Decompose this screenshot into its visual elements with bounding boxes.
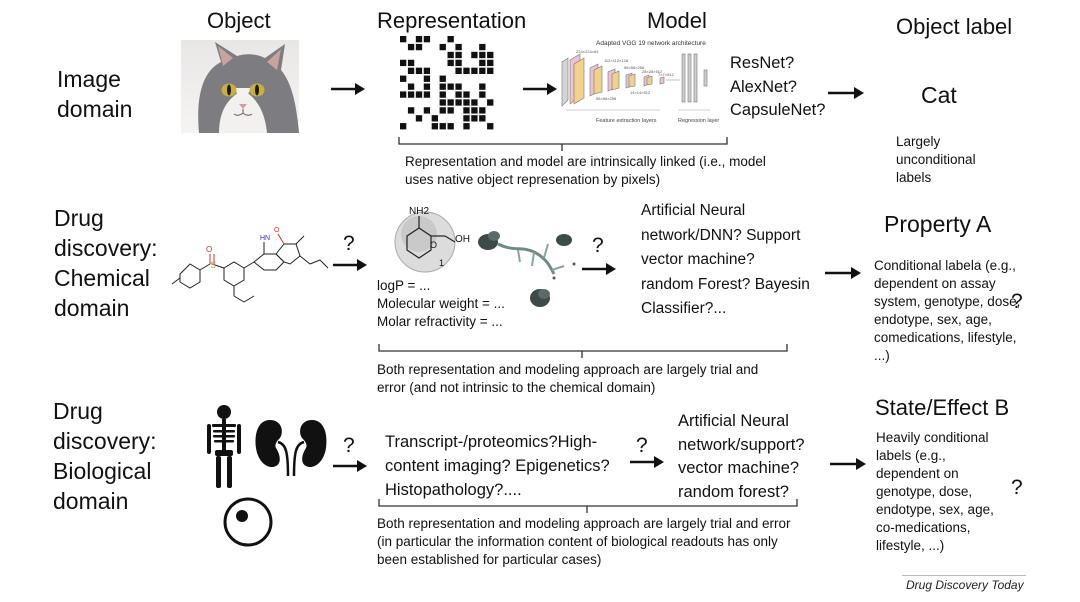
bracket-brace bbox=[378, 499, 798, 513]
journal-name: Drug Discovery Today bbox=[906, 578, 1024, 592]
bracket-brace bbox=[378, 344, 788, 358]
arrow-icon bbox=[828, 87, 864, 99]
chemical-label-note: Conditional labela (e.g., dependent on a… bbox=[874, 258, 1021, 363]
mol-o: O bbox=[430, 240, 438, 250]
image-bracket-note: Representation and model are intrinsical… bbox=[405, 154, 766, 187]
svg-text:112×112×128: 112×112×128 bbox=[604, 58, 629, 63]
svg-text:14×14×512: 14×14×512 bbox=[630, 90, 651, 95]
vgg-regression-label: Regression layer bbox=[678, 118, 720, 124]
svg-text:28×28×512: 28×28×512 bbox=[642, 69, 663, 74]
descriptor-molecular-weight: Molecular weight = ... bbox=[377, 296, 505, 311]
molecule-closeup: NH2 OH O 1 bbox=[385, 198, 475, 278]
svg-text:O: O bbox=[274, 227, 280, 234]
vgg-title: Adapted VGG 19 network architecture bbox=[596, 40, 706, 47]
arrow-icon bbox=[333, 460, 367, 472]
chemical-bracket-note: Both representation and modeling approac… bbox=[377, 362, 759, 395]
image-model-capsulenet: CapsuleNet? bbox=[730, 101, 826, 119]
arrow-icon bbox=[333, 259, 367, 271]
pixel-grid-representation bbox=[400, 36, 495, 136]
row-image-domain-label: Image domain bbox=[57, 66, 133, 122]
image-model-alexnet: AlexNet? bbox=[730, 77, 797, 96]
arrow-icon bbox=[523, 83, 557, 95]
chemical-model-text: Artificial Neural network/DNN? Support v… bbox=[641, 202, 810, 317]
chemical-question-3: ? bbox=[1011, 290, 1023, 313]
image-model-resnet: ResNet? bbox=[730, 54, 795, 72]
biological-question-3: ? bbox=[1011, 476, 1023, 499]
arrow-icon bbox=[830, 458, 866, 470]
image-label-note: Largely unconditional labels bbox=[896, 134, 976, 185]
biological-bracket-note: Both representation and modeling approac… bbox=[377, 516, 791, 567]
mol-nh2: NH2 bbox=[409, 206, 430, 217]
arrow-icon bbox=[825, 267, 861, 279]
cell-icon bbox=[223, 497, 273, 547]
arrow-icon bbox=[331, 83, 365, 95]
descriptor-logp: logP = ... bbox=[377, 278, 431, 293]
biological-question-2: ? bbox=[636, 434, 648, 457]
vgg-network-diagram: Adapted VGG 19 network architecture 224×… bbox=[560, 40, 720, 126]
chemical-question-2: ? bbox=[592, 234, 604, 257]
descriptor-molar-refractivity: Molar refractivity = ... bbox=[377, 314, 503, 329]
row-chemical-domain-label: Drug discovery: Chemical domain bbox=[54, 205, 158, 321]
header-object: Object bbox=[207, 8, 271, 33]
biological-representation-text: Transcript-/proteomics?High-content imag… bbox=[385, 433, 610, 499]
biological-label-note: Heavily conditional labels (e.g., depend… bbox=[876, 430, 994, 553]
footer-rule bbox=[902, 575, 1026, 576]
svg-text:O: O bbox=[206, 245, 212, 254]
header-representation: Representation bbox=[377, 8, 527, 33]
svg-text:S: S bbox=[210, 260, 216, 270]
kidney-icon bbox=[255, 420, 327, 477]
header-object-label: Object label bbox=[896, 14, 1013, 39]
image-object-label: Cat bbox=[921, 82, 957, 108]
mol-1: 1 bbox=[439, 258, 445, 268]
row-biological-domain-label: Drug discovery: Biological domain bbox=[53, 398, 157, 514]
svg-text:224×224×64: 224×224×64 bbox=[576, 49, 599, 54]
chemical-object-label: Property A bbox=[884, 211, 992, 237]
svg-text:56×56×256: 56×56×256 bbox=[596, 96, 617, 101]
svg-text:7×7×512: 7×7×512 bbox=[658, 72, 675, 77]
biological-model-text: Artificial Neural network/support? vecto… bbox=[678, 412, 805, 501]
skeleton-icon bbox=[207, 405, 241, 488]
cat-image bbox=[181, 40, 299, 133]
biological-object-label: State/Effect B bbox=[875, 395, 1010, 420]
svg-text:56×56×256: 56×56×256 bbox=[624, 65, 645, 70]
chemical-structure: O S HN O bbox=[170, 208, 330, 308]
header-model: Model bbox=[647, 8, 707, 33]
mol-oh: OH bbox=[455, 234, 470, 245]
bracket-brace bbox=[398, 137, 728, 151]
protein-structure-image bbox=[474, 222, 584, 312]
vgg-feature-label: Feature extraction layers bbox=[596, 118, 657, 124]
biological-question-1: ? bbox=[343, 434, 355, 457]
descriptor-list: logP = ... Molecular weight = ... Molar … bbox=[377, 277, 505, 331]
arrow-icon bbox=[582, 263, 616, 275]
chemical-question-1: ? bbox=[343, 232, 355, 255]
image-model-list: ResNet? AlexNet? CapsuleNet? bbox=[730, 52, 825, 123]
arrow-icon bbox=[630, 456, 664, 468]
svg-text:HN: HN bbox=[260, 235, 270, 242]
